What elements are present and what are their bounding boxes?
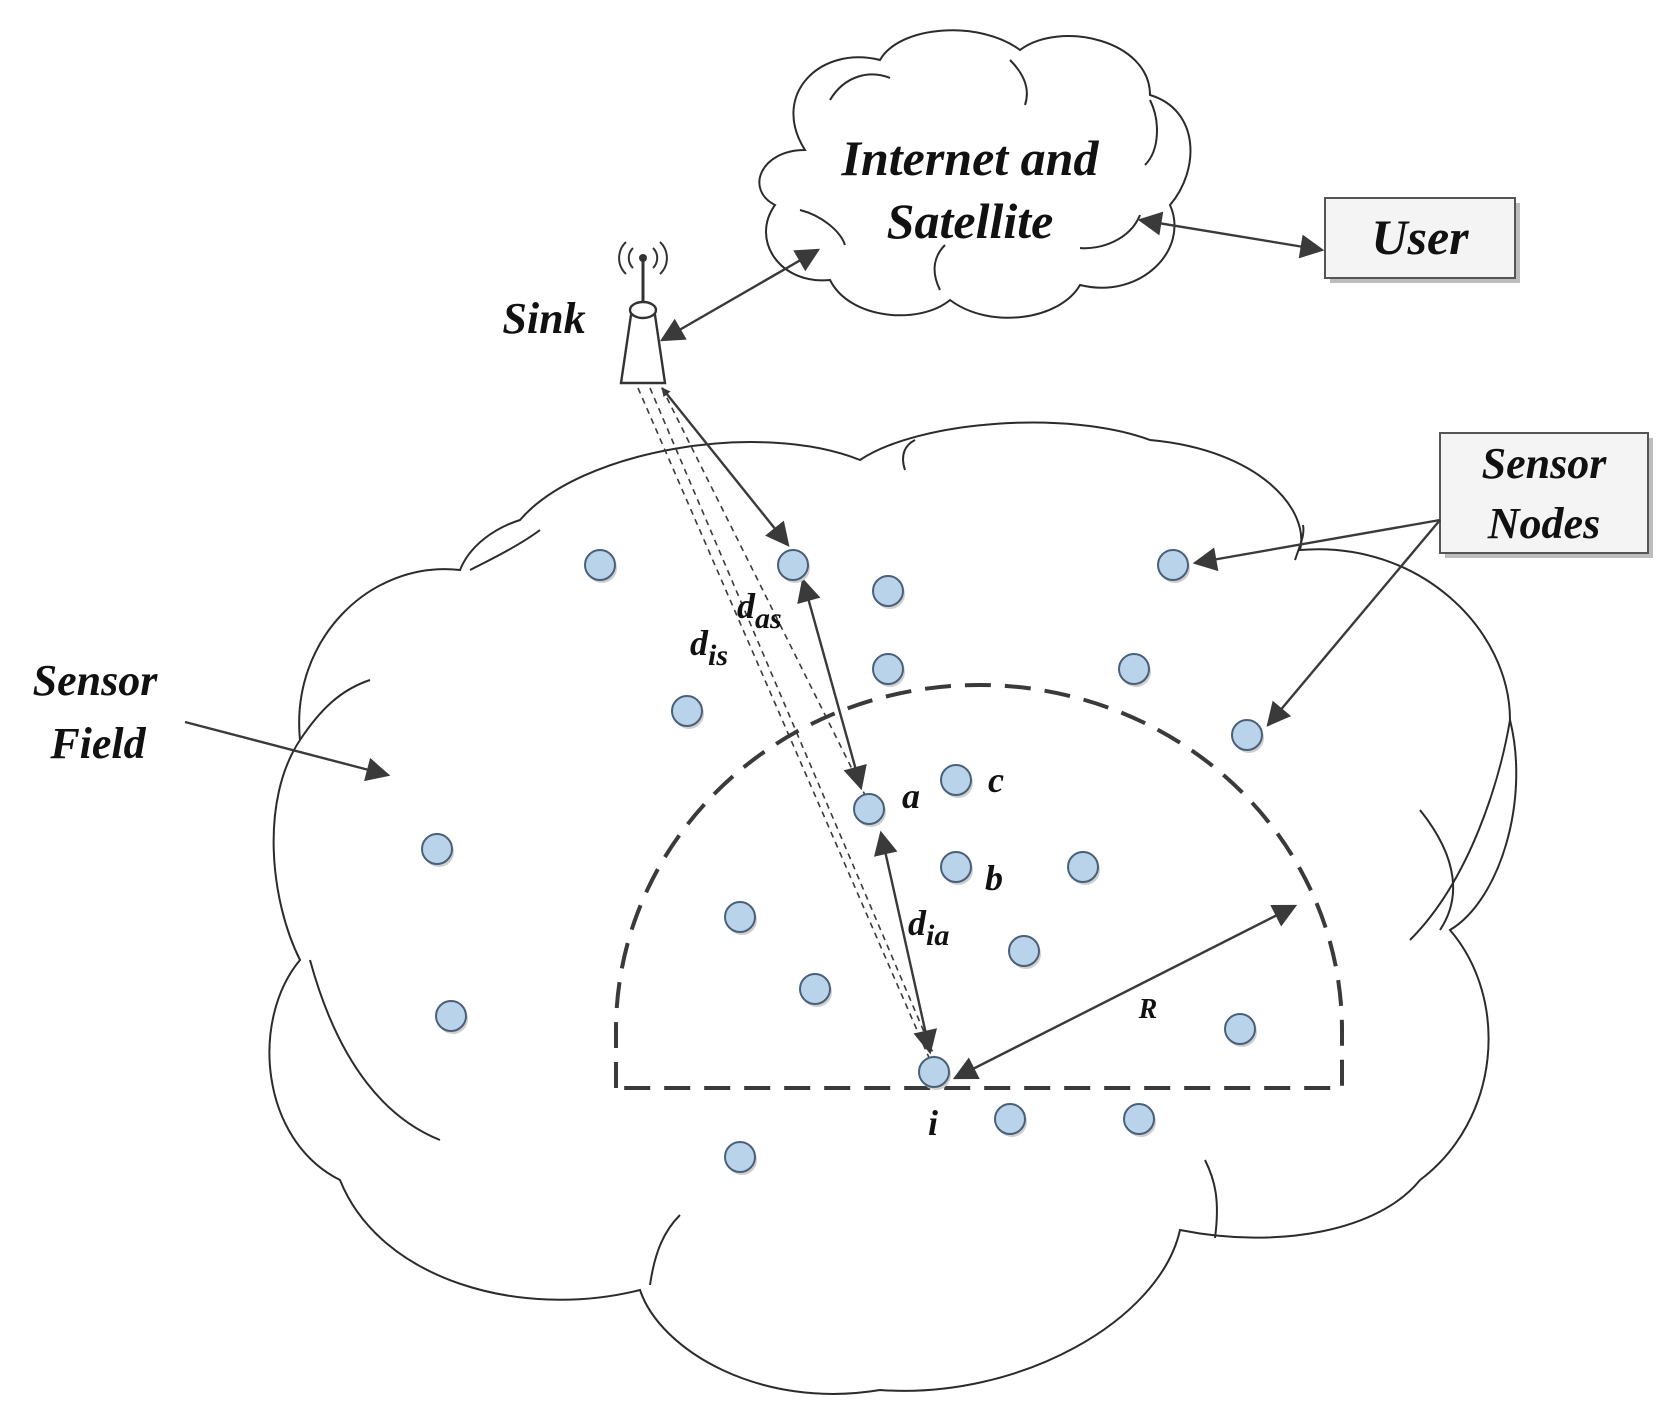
sensor-node-c	[940, 764, 973, 798]
sink-node-link	[661, 387, 790, 547]
sink: Sink	[502, 241, 668, 385]
sink-label: Sink	[502, 294, 585, 343]
sensor-node	[1118, 653, 1151, 687]
radius-link	[952, 904, 1298, 1080]
internet-label-line2: Satellite	[887, 193, 1054, 249]
user-box: User	[1324, 197, 1520, 283]
node-i-label: i	[928, 1103, 938, 1143]
sensor-node	[724, 1141, 757, 1175]
sensor-node	[1231, 719, 1264, 753]
sensor-node	[872, 575, 905, 609]
sensor-node-a	[853, 793, 886, 827]
node-b-label: b	[985, 858, 1003, 898]
communication-range	[614, 683, 1344, 1090]
internet-user-link	[1137, 211, 1325, 259]
sink-internet-link	[659, 248, 821, 342]
d-as-link	[797, 577, 867, 791]
sensor-node	[584, 549, 617, 583]
d-ia-link	[874, 830, 937, 1055]
sensor-node	[1157, 549, 1190, 583]
sensor-nodes-label-line1: Sensor	[1482, 439, 1608, 488]
d-is-dashed-3	[661, 387, 872, 808]
sensor-node	[671, 695, 704, 729]
node-c-label: c	[988, 760, 1004, 800]
user-label: User	[1371, 209, 1469, 265]
svg-text:das: das	[737, 586, 782, 635]
sensor-field-pointer	[184, 720, 391, 782]
internet-label-line1: Internet and	[840, 130, 1099, 186]
sensor-node	[1123, 1103, 1156, 1137]
sensor-node	[777, 549, 810, 583]
internet-cloud: Internet and Satellite	[758, 29, 1192, 319]
sensor-node	[724, 901, 757, 935]
sensor-nodes-pointer-2	[1266, 519, 1441, 727]
sensor-node	[1067, 851, 1100, 885]
sensor-node	[994, 1103, 1027, 1137]
d-ia-label: dia	[908, 903, 949, 952]
sensor-field-label-line1: Sensor	[33, 656, 159, 705]
node-a-label: a	[902, 776, 920, 816]
sensor-node	[1008, 935, 1041, 969]
sensor-nodes-pointer-1	[1192, 518, 1441, 572]
antenna-tower-icon	[618, 241, 668, 385]
sensor-node-b	[940, 851, 973, 885]
sensor-field-label-line2: Field	[49, 719, 146, 768]
svg-text:dia: dia	[908, 903, 949, 952]
sensor-node	[435, 1000, 468, 1034]
sensor-node	[872, 653, 905, 687]
radius-label: R	[1138, 994, 1158, 1025]
sensor-field-cloud: Sensor Field	[33, 421, 1518, 1395]
d-as-label: das	[737, 586, 782, 635]
sensor-nodes-box: Sensor Nodes	[1439, 432, 1653, 558]
sensor-node	[799, 973, 832, 1007]
sensor-node-i	[918, 1056, 951, 1090]
sensor-node	[1224, 1013, 1257, 1047]
sensor-node	[421, 833, 454, 867]
sensor-nodes	[421, 549, 1264, 1175]
d-is-label: dis	[690, 623, 728, 672]
svg-text:dis: dis	[690, 623, 728, 672]
sensor-nodes-label-line2: Nodes	[1487, 499, 1600, 548]
